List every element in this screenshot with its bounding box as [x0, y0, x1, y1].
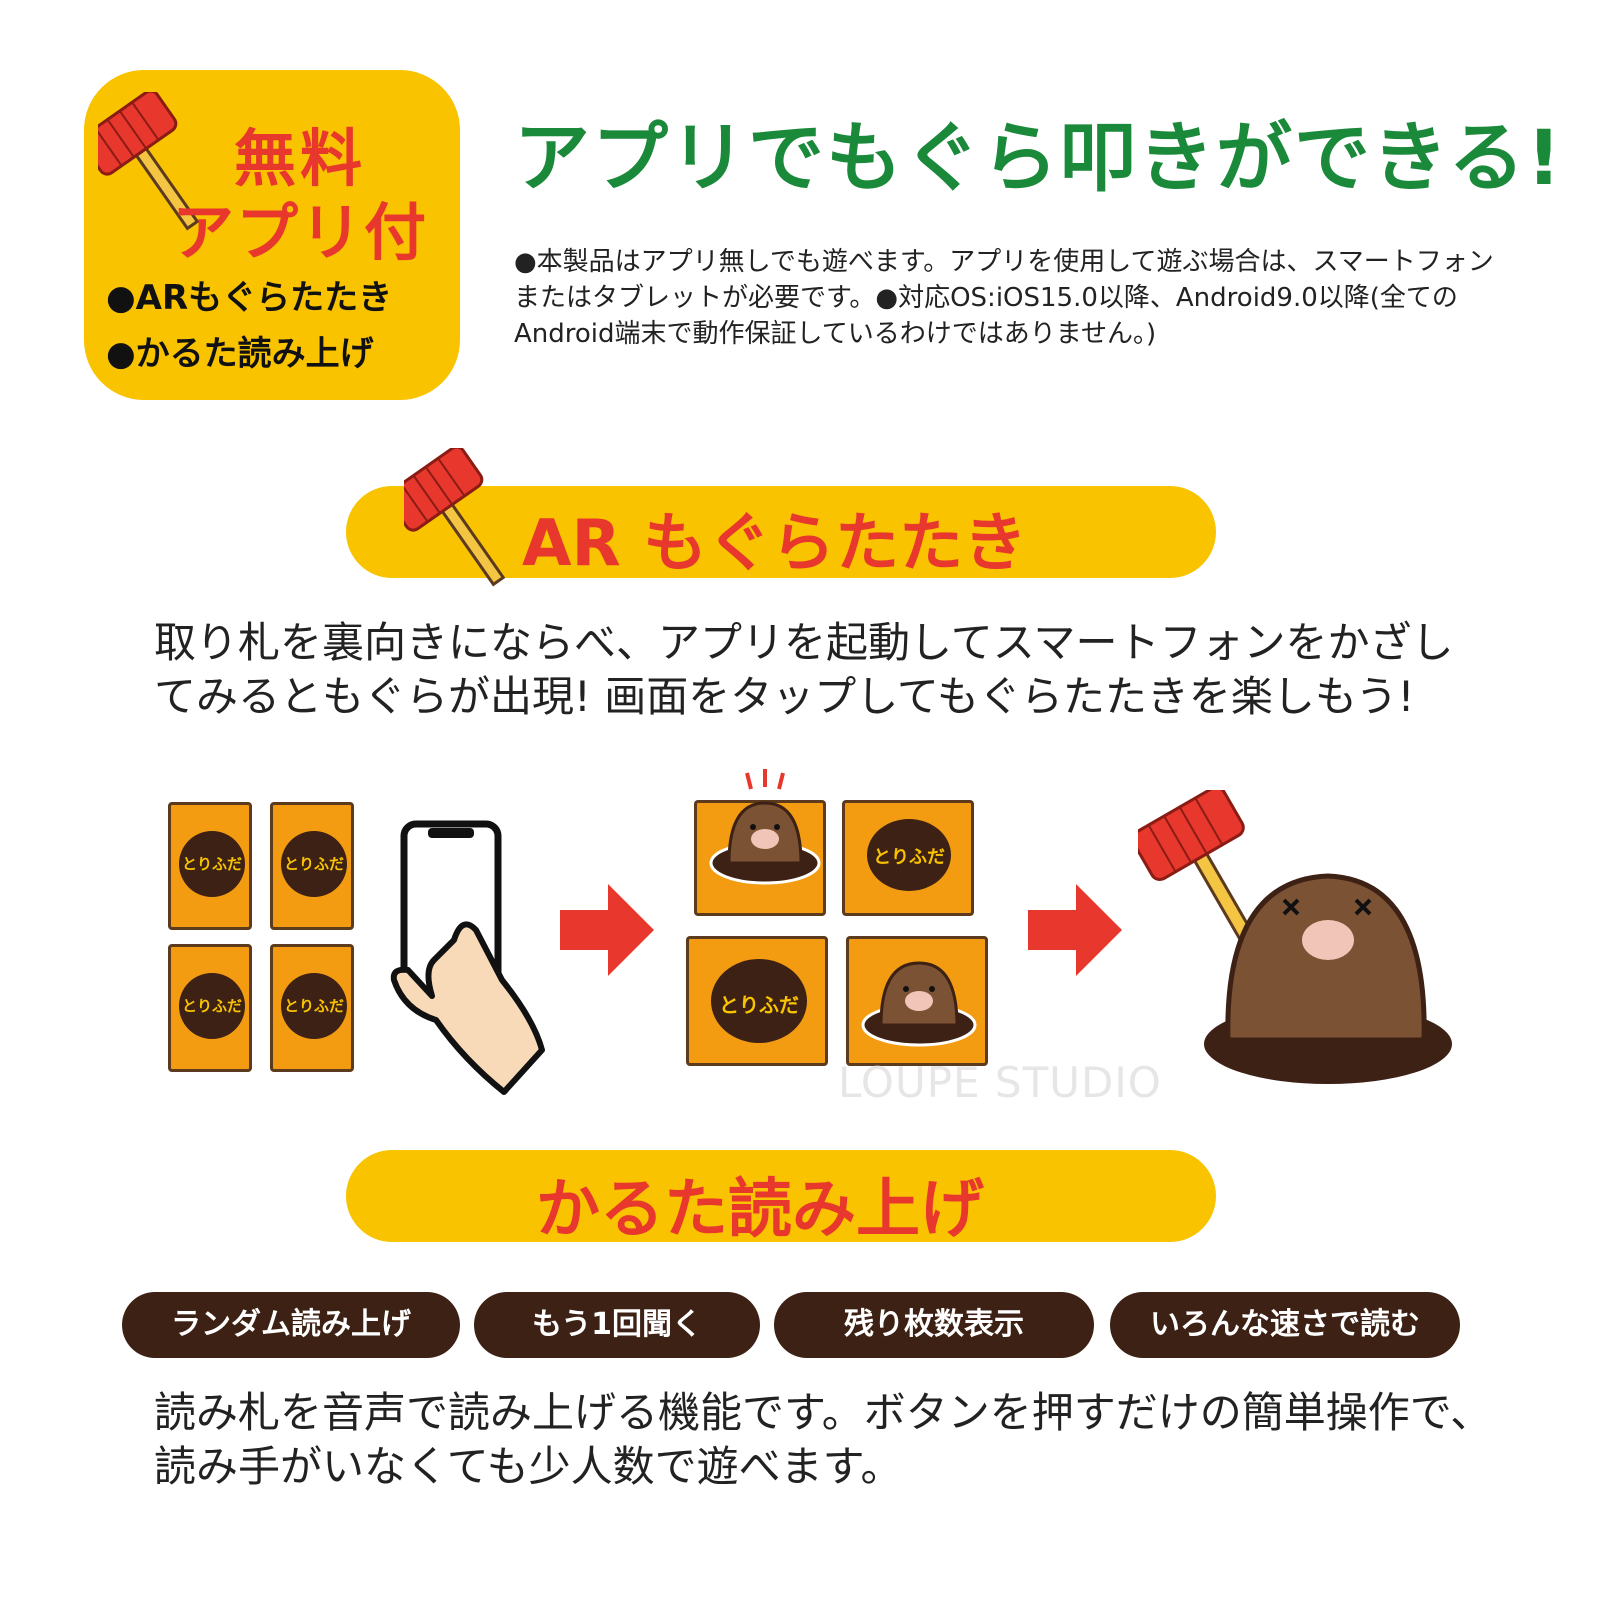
feature-pill-remaining: 残り枚数表示 [774, 1292, 1094, 1358]
card: とりふだ [270, 802, 354, 930]
card: とりふだ [168, 944, 252, 1072]
card-with-mole [846, 936, 988, 1066]
hit-mole-illustration [1138, 790, 1452, 1084]
card-logo: とりふだ [179, 831, 245, 897]
karuta-section-banner: かるた読み上げ [346, 1150, 1216, 1247]
card-logo: とりふだ [281, 831, 347, 897]
notes-text: ●本製品はアプリ無しでも遊べます。アプリを使用して遊ぶ場合は、スマートフォンまた… [514, 247, 1494, 349]
card-logo: とりふだ [281, 973, 347, 1039]
karuta-description: 読み札を音声で読み上げる機能です。ボタンを押すだけの簡単操作で、読み手がいなくて… [154, 1388, 1493, 1491]
card-with-mole [694, 769, 826, 916]
feature-pill-replay: もう1回聞く [474, 1292, 760, 1358]
card-logo: とりふだ [711, 959, 807, 1043]
card: とりふだ [270, 944, 354, 1072]
card: とりふだ [842, 800, 974, 916]
card: とりふだ [168, 802, 252, 930]
badge-item-ar: ●ARもぐらたたき [106, 278, 393, 318]
mole-icon [861, 961, 977, 1047]
badge-item-karuta: ●かるた読み上げ [106, 334, 374, 374]
watermark: LOUPE STUDIO [838, 1058, 1162, 1107]
arrow-right-icon [560, 884, 654, 976]
ar-section-title: AR もぐらたたき [522, 507, 1028, 581]
card-logo: とりふだ [867, 819, 951, 891]
mole-icon [709, 769, 821, 885]
headline: アプリでもぐら叩きができる! [514, 113, 1564, 202]
feature-pill-speed: いろんな速さで読む [1110, 1292, 1460, 1358]
arrow-right-icon [1028, 884, 1122, 976]
badge-title-app: アプリ付 [172, 196, 429, 269]
gavel-icon [404, 448, 506, 587]
karuta-section-title: かるた読み上げ [536, 1173, 984, 1247]
gavel-icon [98, 92, 200, 231]
feature-pill-random: ランダム読み上げ [122, 1292, 460, 1358]
free-app-badge: 無料 アプリ付 ●ARもぐらたたき ●かるた読み上げ [84, 70, 460, 400]
card: とりふだ [686, 936, 828, 1066]
smartphone-in-hand-icon [390, 820, 545, 1095]
card-logo: とりふだ [179, 973, 245, 1039]
badge-title-free: 無料 [234, 122, 367, 195]
ar-description: 取り札を裏向きにならべ、アプリを起動してスマートフォンをかざしてみるともぐらが出… [154, 618, 1454, 721]
